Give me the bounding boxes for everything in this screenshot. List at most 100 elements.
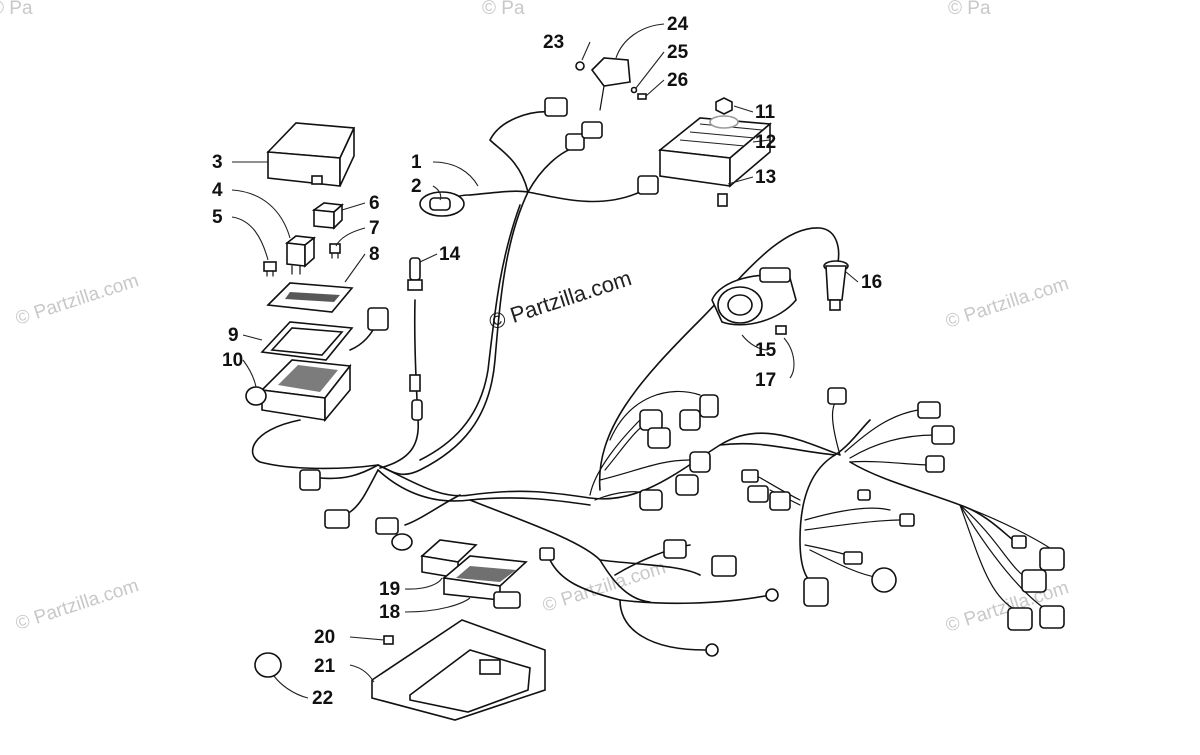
callout-22: 22 <box>312 688 333 709</box>
part-23-washer <box>575 61 585 71</box>
ground-eyelet-2 <box>705 643 719 657</box>
connector-left-1 <box>299 469 321 491</box>
watermarks: © Pa © Pa © Pa © Partzilla.com © Partzil… <box>0 0 1071 637</box>
part-3-fuse-box-cover <box>266 122 356 187</box>
connector-injector-5 <box>689 451 711 473</box>
connector-mid-right-2 <box>747 485 769 503</box>
connector-right-6 <box>1039 547 1065 571</box>
wire-right-b <box>849 434 936 459</box>
connector-right-9 <box>1039 605 1065 629</box>
wire-right-run <box>719 419 871 456</box>
connector-mid-right-4 <box>857 489 871 501</box>
wire-left-connector-3 <box>404 494 461 526</box>
connector-top-a <box>544 97 568 117</box>
wire-main-trunk <box>377 191 529 475</box>
wire-lower-mid <box>549 559 621 601</box>
connector-lower-2 <box>663 539 687 559</box>
wire-middle-run <box>377 432 841 500</box>
wire-right-long <box>849 461 1021 546</box>
part-16-spark-boot <box>823 260 849 311</box>
callout-20: 20 <box>314 627 335 648</box>
part-7-fuse <box>329 243 341 259</box>
part-fuse-box-plug <box>367 307 389 331</box>
connector-right-8 <box>1007 607 1033 631</box>
callout-12: 12 <box>755 132 776 153</box>
watermark-left-mid: © Partzilla.com <box>13 270 141 330</box>
part-12-regulator <box>657 117 772 188</box>
callout-9: 9 <box>228 325 239 346</box>
part-9-gasket <box>260 321 354 361</box>
wire-lower-center <box>469 499 651 603</box>
connector-injector-6 <box>675 474 699 496</box>
callout-17: 17 <box>755 370 776 391</box>
part-22-clip <box>254 652 282 678</box>
wire-injector-d <box>609 390 701 441</box>
wire-upper-left-branch <box>489 110 553 193</box>
connector-injector-3 <box>699 394 719 418</box>
connector-mid-right-1 <box>741 469 759 483</box>
callout-2: 2 <box>411 176 422 197</box>
callout-5: 5 <box>212 207 223 228</box>
connector-injector-1 <box>639 409 663 431</box>
part-17-screw <box>775 325 787 335</box>
wire-left-connector-2 <box>349 469 379 513</box>
connector-left-2 <box>324 509 350 529</box>
connector-left-3 <box>375 517 399 535</box>
callout-18: 18 <box>379 602 400 623</box>
wire-ground-1 <box>619 594 771 605</box>
wire-right-a <box>844 409 919 453</box>
connector-right-5 <box>1011 535 1027 549</box>
callout-15: 15 <box>755 340 777 361</box>
connector-top-d <box>637 175 659 195</box>
callout-13: 13 <box>755 167 776 188</box>
wire-mid-right-c <box>804 507 891 521</box>
wire-fuse-box <box>251 419 379 470</box>
wire-middle-run-2 <box>377 469 591 506</box>
connector-lower-3 <box>711 555 737 577</box>
connector-lower-1 <box>539 547 555 561</box>
wire-main-trunk-2 <box>419 204 521 461</box>
callout-16: 16 <box>861 272 882 293</box>
part-11-washer <box>709 115 739 129</box>
connector-top-b <box>565 133 585 151</box>
part-14-sensor <box>407 257 423 421</box>
callout-4: 4 <box>212 180 223 201</box>
wire-mid-right-down <box>799 454 836 586</box>
connector-mid-right-7 <box>871 567 897 593</box>
part-20-screw <box>383 635 394 645</box>
ground-eyelet-1 <box>765 588 779 602</box>
connector-right-1 <box>827 387 847 405</box>
callout-26: 26 <box>667 70 688 91</box>
part-4-relay <box>284 235 317 275</box>
connector-injector-7 <box>639 489 663 511</box>
wire-right-c <box>849 460 931 466</box>
connector-injector-2 <box>679 409 701 431</box>
part-10-clip <box>245 386 267 406</box>
connector-right-3 <box>931 425 955 445</box>
part-fuse-box-base <box>260 359 352 423</box>
connector-left-4 <box>391 533 413 551</box>
callout-6: 6 <box>369 193 380 214</box>
wire-ground-2 <box>619 599 706 651</box>
wire-left-connector <box>319 464 379 480</box>
callout-14: 14 <box>439 244 461 265</box>
part-8-circuit-board <box>266 282 354 313</box>
wire-injector-b <box>599 459 691 481</box>
part-11-nut <box>715 97 733 115</box>
wire-lower-center-2 <box>599 559 701 576</box>
part-26-screw <box>637 93 647 100</box>
part-18-ecu <box>442 555 528 609</box>
connector-right-7 <box>1021 569 1047 593</box>
callout-21: 21 <box>314 656 336 677</box>
callout-25: 25 <box>667 42 689 63</box>
part-6-relay <box>311 202 344 230</box>
watermark-center-main: © Partzilla.com <box>486 265 635 335</box>
wire-injector-a <box>589 419 641 496</box>
part-21-ecu-tray <box>371 619 546 721</box>
connector-right-2 <box>917 401 941 419</box>
watermark-top-right: © Pa <box>948 0 991 19</box>
connector-mid-right-6 <box>843 551 863 565</box>
watermark-left-bottom: © Partzilla.com <box>13 575 141 635</box>
wire-right-far-3 <box>959 504 1021 613</box>
